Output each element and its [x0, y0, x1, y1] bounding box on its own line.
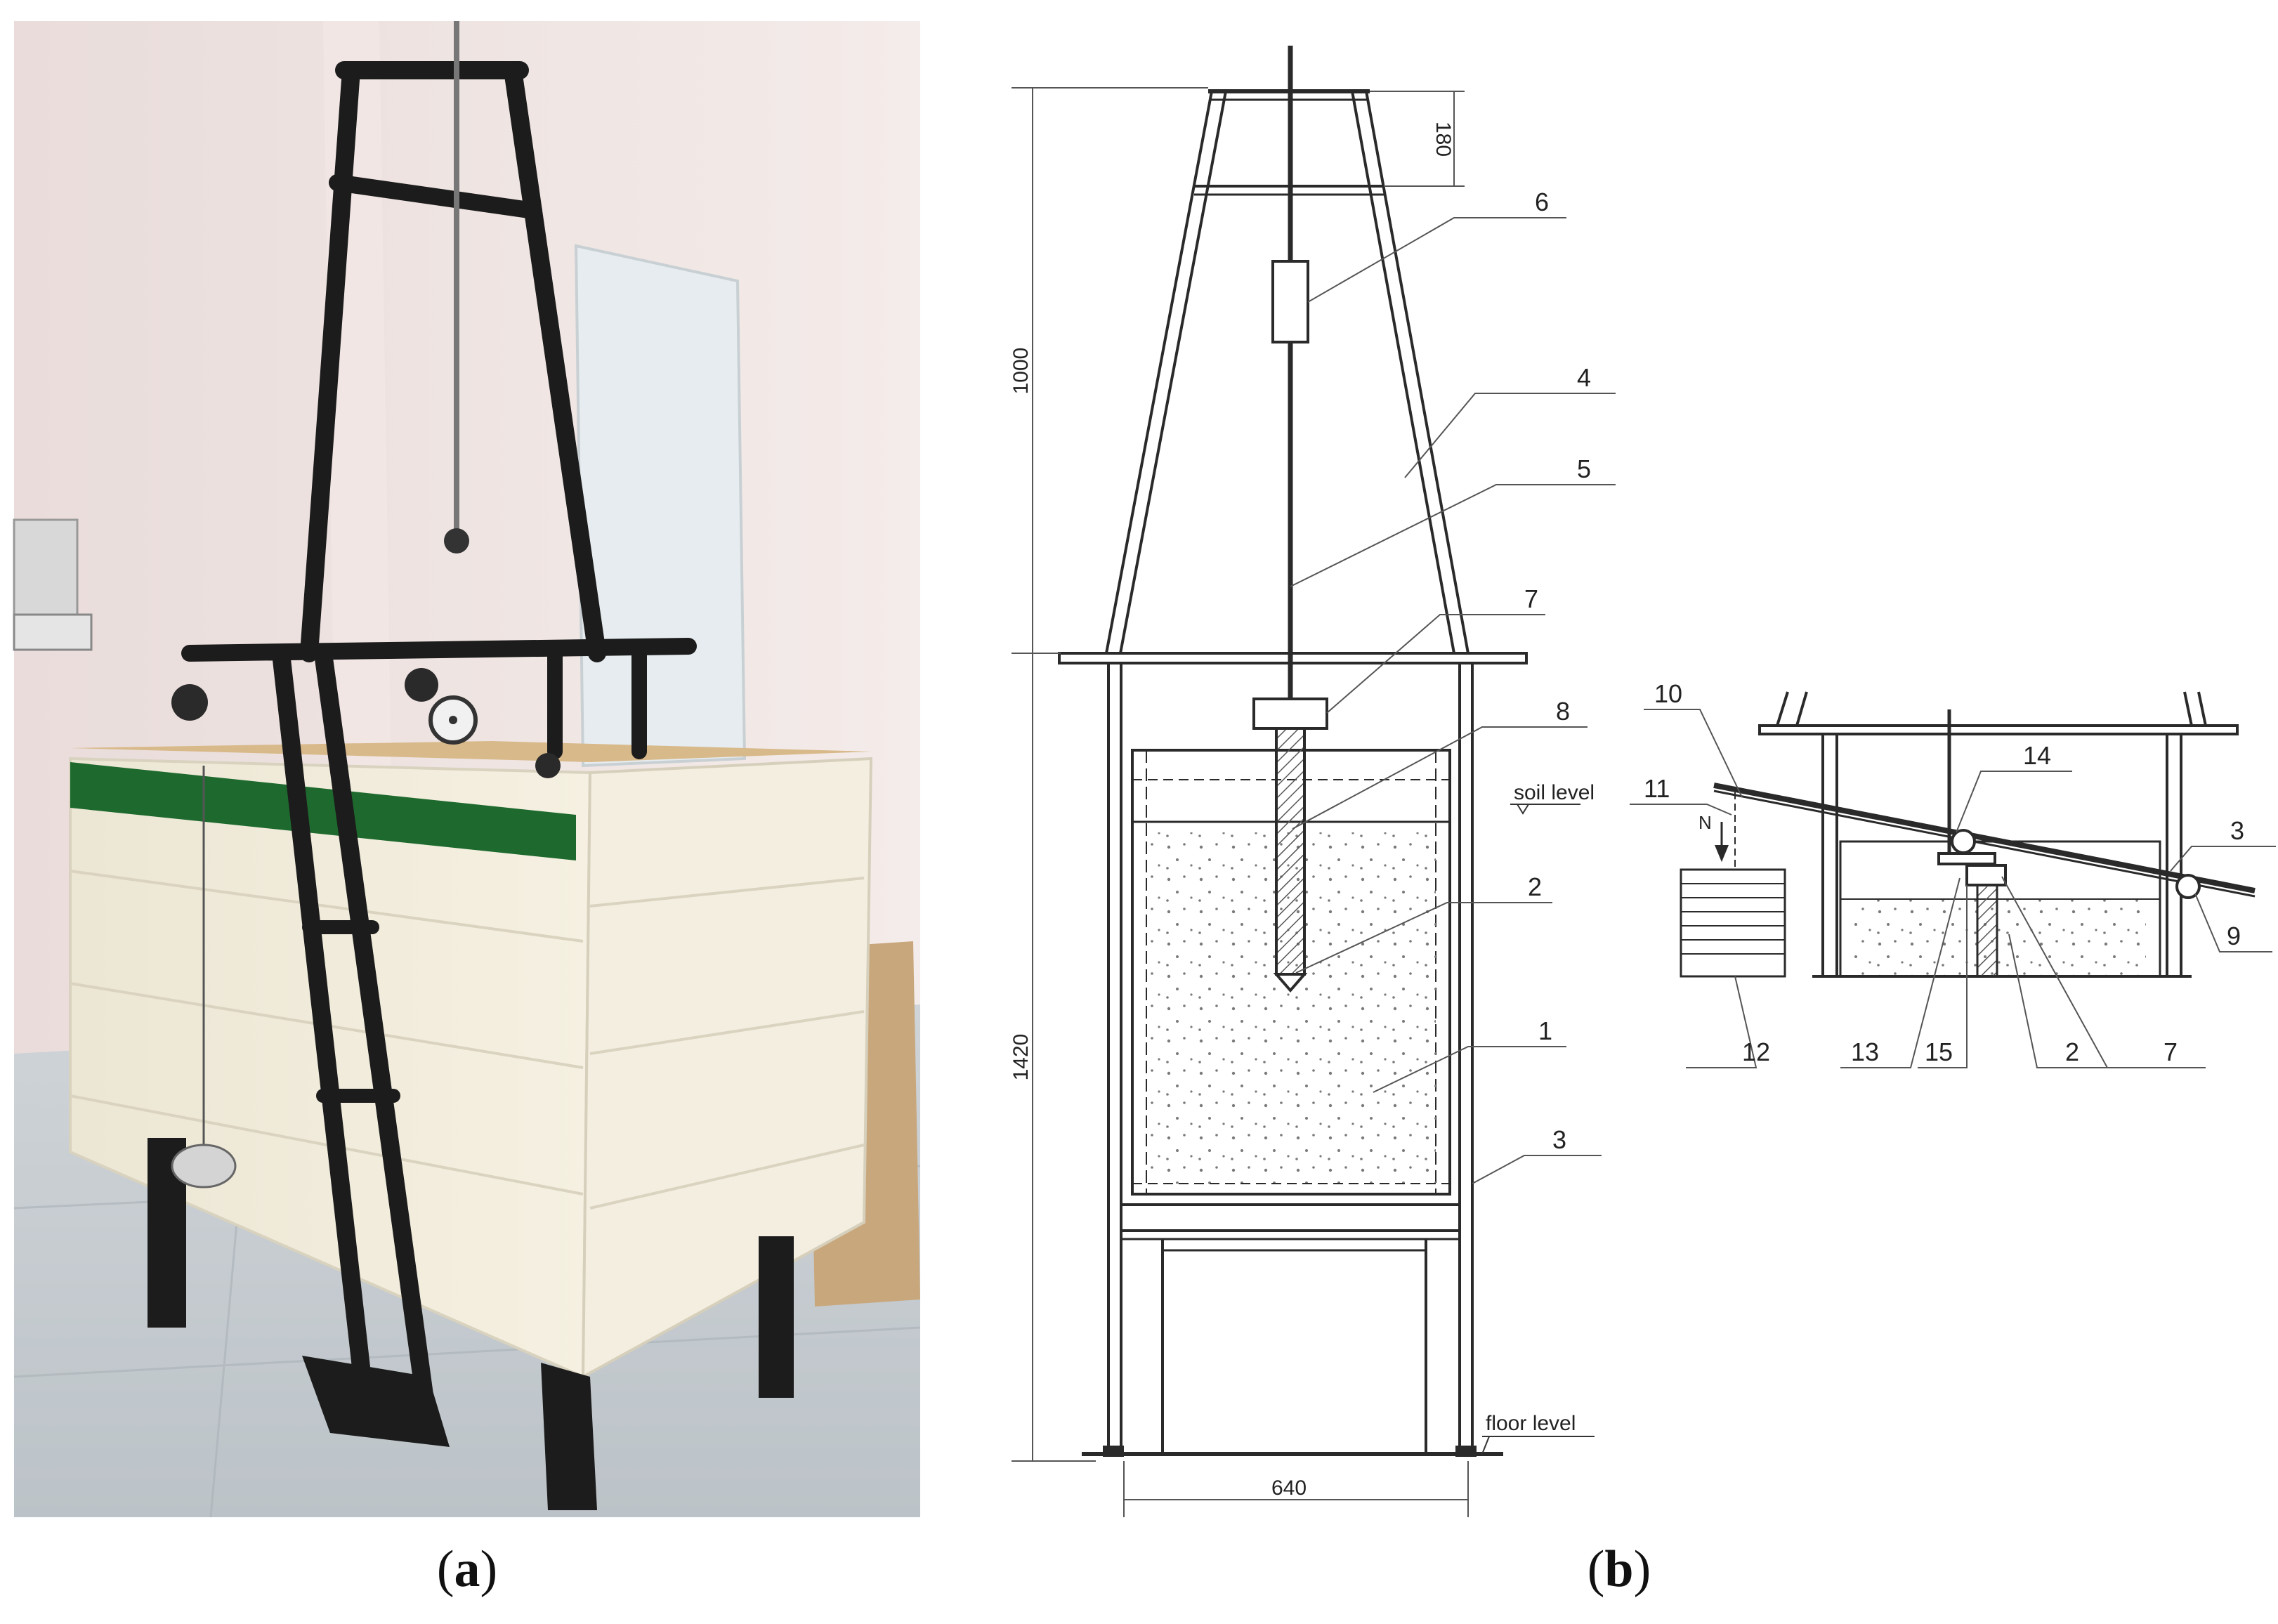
label-10: 10 — [1654, 679, 1682, 708]
label-8: 8 — [1556, 697, 1570, 726]
rod-and-gauge — [171, 21, 561, 778]
level-marks — [1481, 804, 1595, 1455]
loading-frame — [181, 61, 697, 1435]
dim-upper: 1000 — [1009, 348, 1033, 395]
caption-a-letter: a — [454, 1540, 480, 1598]
label-5: 5 — [1577, 454, 1591, 483]
test-box — [69, 741, 873, 1510]
label-7-main: 7 — [1524, 584, 1538, 613]
label-12: 12 — [1742, 1037, 1770, 1066]
leader-lines-main — [1290, 217, 1616, 1184]
label-N: N — [1698, 812, 1712, 833]
main-elevation — [1058, 46, 1528, 1457]
caption-b: (b) — [1588, 1540, 1651, 1598]
label-13: 13 — [1851, 1037, 1879, 1066]
caption-b-letter: b — [1604, 1540, 1633, 1598]
label-2-detail: 2 — [2065, 1037, 2079, 1066]
frame-foot — [302, 1356, 450, 1447]
detail-view — [1680, 691, 2256, 978]
label-2-main: 2 — [1528, 872, 1542, 901]
label-1: 1 — [1538, 1016, 1552, 1045]
label-11: 11 — [1644, 774, 1670, 803]
label-15: 15 — [1925, 1037, 1953, 1066]
leader-lines-detail — [1630, 709, 2276, 1068]
dimension-lines — [1012, 87, 1469, 1517]
label-7-detail: 7 — [2164, 1037, 2178, 1066]
photo-panel-a — [13, 21, 921, 1518]
floor-level-label: floor level — [1486, 1412, 1576, 1435]
caption-a: (a) — [437, 1540, 497, 1598]
label-14: 14 — [2023, 741, 2051, 770]
label-6: 6 — [1535, 188, 1549, 216]
soil-level-label: soil level — [1514, 781, 1595, 804]
label-4: 4 — [1577, 363, 1591, 392]
dim-top: 180 — [1432, 122, 1455, 157]
label-9: 9 — [2227, 922, 2241, 950]
label-3-detail: 3 — [2230, 816, 2244, 845]
dim-lower: 1420 — [1009, 1034, 1033, 1081]
label-3-main: 3 — [1552, 1125, 1566, 1154]
dim-width: 640 — [1271, 1476, 1307, 1500]
